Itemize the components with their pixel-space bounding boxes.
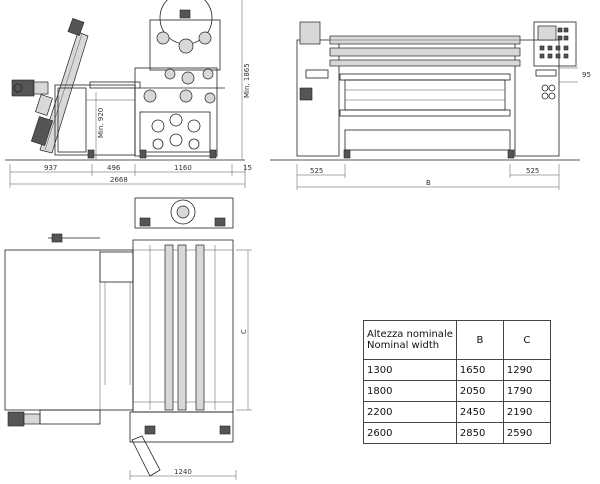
cell-nominal: 2600 bbox=[363, 422, 457, 444]
table-row: 1300 1650 1290 bbox=[363, 359, 551, 381]
inclined-feeder bbox=[30, 17, 89, 154]
main-body bbox=[134, 67, 218, 157]
table-row: 2600 2850 2590 bbox=[363, 422, 551, 444]
header-c: C bbox=[502, 320, 551, 360]
header-nominal: Altezza nominale Nominal width bbox=[363, 320, 457, 360]
dim-496: 496 bbox=[107, 164, 121, 172]
dim-height-mid: Min. 920 bbox=[97, 108, 105, 138]
cell-c: 2590 bbox=[502, 422, 551, 444]
cell-b: 1650 bbox=[455, 359, 504, 381]
cell-c: 1290 bbox=[502, 359, 551, 381]
drive-motor bbox=[11, 79, 49, 97]
top-view: C 1240 bbox=[4, 197, 252, 480]
roller-tower bbox=[140, 0, 225, 104]
table-header-row: Altezza nominale Nominal width B C bbox=[363, 320, 551, 360]
header-label-en: Nominal width bbox=[367, 340, 440, 351]
table-row: 2200 2450 2190 bbox=[363, 401, 551, 423]
cell-b: 2450 bbox=[455, 401, 504, 423]
dim-1160: 1160 bbox=[174, 164, 192, 172]
control-panel bbox=[533, 21, 577, 100]
dim-c: C bbox=[240, 329, 248, 334]
front-view: 525 525 B 95 bbox=[270, 21, 591, 190]
side-view: 937 496 1160 15 2668 Min. 1865 Min. 920 bbox=[5, 0, 252, 188]
cell-c: 2190 bbox=[502, 401, 551, 423]
cell-nominal: 1800 bbox=[363, 380, 457, 402]
cell-nominal: 1300 bbox=[363, 359, 457, 381]
dim-937: 937 bbox=[44, 164, 57, 172]
dim-height-min: Min. 1865 bbox=[243, 63, 251, 98]
cell-b: 2050 bbox=[455, 380, 504, 402]
dim-b: B bbox=[426, 179, 431, 187]
dimension-table: Altezza nominale Nominal width B C 1300 … bbox=[363, 320, 551, 444]
cell-nominal: 2200 bbox=[363, 401, 457, 423]
dim-95: 95 bbox=[582, 71, 591, 79]
dim-1240: 1240 bbox=[174, 468, 192, 476]
dim-15: 15 bbox=[243, 164, 252, 172]
cell-c: 1790 bbox=[502, 380, 551, 402]
dim-2668: 2668 bbox=[110, 176, 128, 184]
table-row: 1800 2050 1790 bbox=[363, 380, 551, 402]
dim-525-right: 525 bbox=[526, 167, 539, 175]
cell-b: 2850 bbox=[455, 422, 504, 444]
dim-525-left: 525 bbox=[310, 167, 323, 175]
header-label-it: Altezza nominale bbox=[367, 329, 453, 340]
header-b: B bbox=[455, 320, 504, 360]
